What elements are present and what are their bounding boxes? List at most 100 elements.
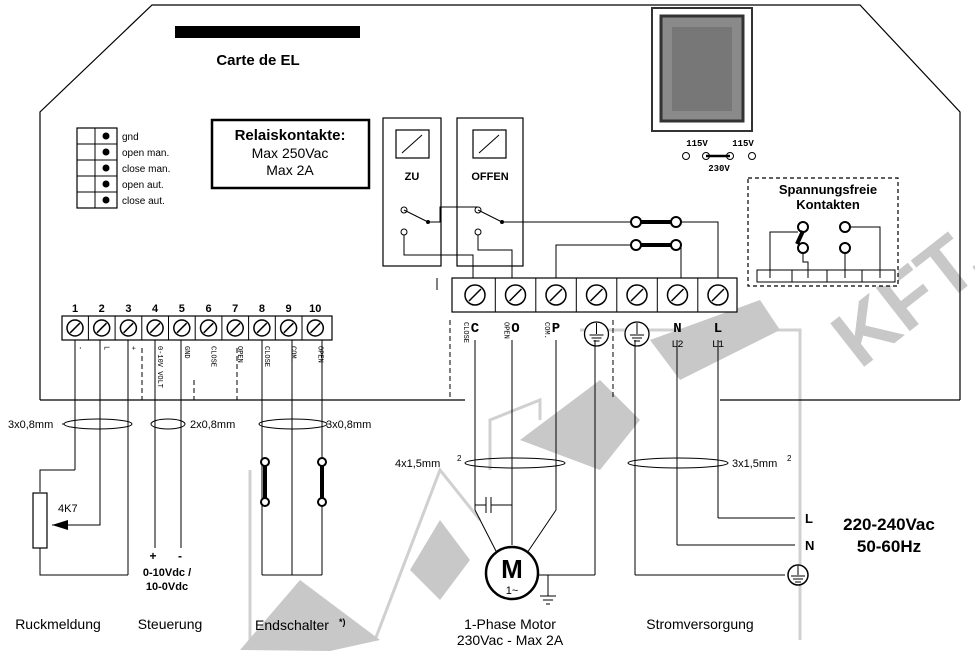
terminal-letter: C: [471, 321, 480, 337]
supply-wiring: 3x1,5mm 2 L N: [612, 320, 814, 586]
potentiometer-label: 4K7: [58, 503, 78, 515]
endswitch-wiring: 3x0,8mm: [236, 340, 371, 576]
cable-label-1: 3x0,8mm: [8, 419, 53, 431]
free-contacts-line1: Spannungsfreie: [779, 182, 877, 197]
motor-line2: 230Vac - Max 2A: [457, 632, 564, 648]
right-terminal-5: [616, 278, 650, 347]
terminal-label: L: [102, 346, 110, 350]
control-plus: +: [149, 549, 156, 563]
relay-zu-label: ZU: [405, 171, 420, 183]
watermark-shape-3: [650, 300, 780, 380]
motor-line1: 1-Phase Motor: [464, 616, 556, 632]
label-stromversorgung: Stromversorgung: [646, 616, 753, 632]
supply-l: L: [805, 511, 813, 526]
transformer-right: 115V: [732, 139, 754, 149]
transformer: 115V 115V 230V: [651, 7, 756, 174]
transformer-bottom: 230V: [708, 164, 730, 174]
cable-label-supply: 3x1,5mm: [732, 458, 777, 470]
relay-offen: OFFEN: [456, 117, 524, 267]
terminal-small-label: OPEN: [502, 322, 510, 339]
ground-icon: [624, 321, 650, 347]
terminal-number: 8: [259, 303, 265, 315]
board-title: Carte de EL: [216, 52, 299, 69]
motor-symbol: M: [501, 554, 523, 584]
connector-open-aut: open aut.: [122, 180, 164, 191]
label-endschalter: Endschalter: [255, 617, 329, 633]
cable-label-3: 3x0,8mm: [326, 419, 371, 431]
motor: M 1~: [484, 545, 556, 605]
terminal-label: +: [128, 346, 136, 350]
terminal-number: 4: [152, 303, 159, 315]
connector-close-aut: close aut.: [122, 196, 165, 207]
ground-icon: [583, 321, 610, 347]
supply-n: N: [805, 538, 814, 553]
relay-offen-label: OFFEN: [471, 171, 508, 183]
terminal-label: GND: [182, 346, 190, 359]
terminal-number: 7: [232, 303, 238, 315]
terminal-number: 1: [72, 303, 78, 315]
motor-wiring: 4x1,5mm 2: [395, 320, 596, 576]
terminal-letter: P: [552, 321, 560, 337]
connector-block: gnd open man. close man. open aut. close…: [76, 127, 170, 209]
relay-line2: Max 2A: [266, 162, 314, 178]
cable-label-motor: 4x1,5mm: [395, 458, 440, 470]
terminal-label: -: [75, 346, 83, 350]
card-slot: [175, 26, 360, 38]
relay-info-box: Relaiskontakte: Max 250Vac Max 2A: [210, 118, 371, 190]
feedback-wiring: 4K7 3x0,8mm: [8, 340, 133, 576]
right-terminal-4: [575, 278, 610, 347]
terminal-number: 5: [179, 303, 185, 315]
terminal-number: 9: [286, 303, 292, 315]
terminal-label: OPEN: [315, 346, 323, 363]
terminal-small-label: COM.: [542, 322, 550, 339]
connector-close-man: close man.: [122, 164, 170, 175]
terminal-number: 2: [99, 303, 105, 315]
terminal-label: OPEN: [235, 346, 243, 363]
watermark-shape-1: [240, 580, 380, 651]
relay-wiring: [403, 206, 719, 290]
free-contacts-box: Spannungsfreie Kontakten: [747, 177, 899, 287]
relay-zu: ZU: [382, 117, 442, 267]
voltage-line1: 220-240Vac: [843, 515, 935, 534]
relay-line1: Max 250Vac: [252, 145, 329, 161]
terminal-letter: L: [714, 321, 722, 337]
left-terminals: 1-2L3+40-10V VOLT5GND6CLOSE7OPEN8CLOSE9C…: [66, 303, 325, 388]
transformer-left: 115V: [686, 139, 708, 149]
right-terminal-6: NL2: [656, 278, 689, 351]
relay-title: Relaiskontakte:: [235, 127, 346, 144]
terminal-letter: O: [511, 321, 519, 337]
left-terminal-1: 1-: [66, 303, 84, 350]
voltage-line2: 50-60Hz: [857, 537, 921, 556]
terminal-label: CLOSE: [209, 346, 217, 367]
left-terminal-4: 40-10V VOLT: [141, 303, 164, 388]
left-terminal-3: 3+: [114, 303, 138, 350]
control-wiring: 2x0,8mm + - 0-10Vdc / 10-0Vdc: [141, 340, 235, 593]
jumpers: [555, 216, 682, 278]
label-steuerung: Steuerung: [138, 616, 203, 632]
left-terminal-2: 2L: [87, 303, 111, 350]
connector-open-man: open man.: [122, 148, 169, 159]
free-contacts-line2: Kontakten: [796, 197, 860, 212]
control-range-1: 0-10Vdc /: [143, 567, 191, 579]
terminal-number: 3: [125, 303, 131, 315]
terminal-label: COM.: [289, 346, 297, 363]
motor-phase: 1~: [506, 585, 519, 597]
watermark-shape-2: [520, 380, 640, 470]
cable-label-2: 2x0,8mm: [190, 419, 235, 431]
terminal-letter: N: [673, 321, 681, 337]
cable-label-motor-sup: 2: [457, 454, 462, 463]
label-endschalter-mark: *): [339, 617, 346, 627]
label-ruckmeldung: Ruckmeldung: [15, 616, 101, 632]
terminal-label: CLOSE: [262, 346, 270, 367]
